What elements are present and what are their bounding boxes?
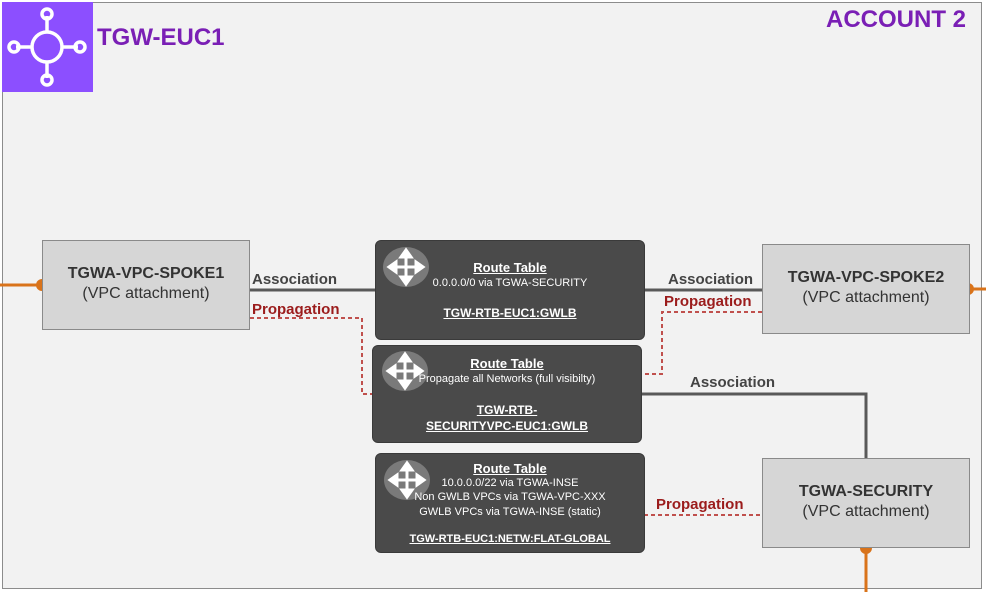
- attachment-type: (VPC attachment): [802, 289, 930, 306]
- route-table-name: TGW-RTB-EUC1:GWLB: [443, 306, 577, 320]
- security-propagation-label: Propagation: [656, 496, 744, 513]
- gateway-title: TGW-EUC1: [97, 24, 225, 51]
- transit-gateway-icon: [2, 2, 93, 92]
- router-icon: [382, 351, 428, 391]
- route-table-title: Route Table: [473, 260, 547, 275]
- security-association-line: [642, 392, 868, 458]
- route-entry: 10.0.0.0/22 via TGWA-INSE: [441, 477, 579, 489]
- route-entry: Propagate all Networks (full visibilty): [418, 373, 596, 385]
- route-entry: Non GWLB VPCs via TGWA-VPC-XXX: [414, 491, 606, 503]
- attachment-type: (VPC attachment): [82, 285, 210, 302]
- attachment-name: TGWA-VPC-SPOKE1: [67, 265, 225, 282]
- spoke2-propagation-line: [642, 311, 762, 375]
- route-table-name-line2: SECURITYVPC-EUC1:GWLB: [425, 419, 588, 433]
- attachment-name: TGWA-SECURITY: [798, 483, 934, 500]
- spoke1-propagation-line: [250, 317, 372, 395]
- spoke1-association-label: Association: [252, 271, 338, 288]
- spoke2-propagation-label: Propagation: [664, 293, 752, 310]
- route-table-title: Route Table: [473, 461, 547, 476]
- route-entry: 0.0.0.0/0 via TGWA-SECURITY: [432, 277, 588, 289]
- spoke1-propagation-label: Propagation: [252, 301, 340, 318]
- route-table-name-line1: TGW-RTB-: [476, 403, 538, 417]
- router-icon: [383, 247, 429, 287]
- route-table-gwlb[interactable]: Route Table 0.0.0.0/0 via TGWA-SECURITY …: [375, 240, 645, 340]
- account-label: ACCOUNT 2: [825, 6, 966, 33]
- attachment-spoke1[interactable]: TGWA-VPC-SPOKE1 (VPC attachment): [42, 240, 250, 330]
- route-table-name: TGW-RTB-EUC1:NETW:FLAT-GLOBAL: [409, 533, 611, 545]
- security-association-label: Association: [690, 374, 776, 391]
- route-entry: GWLB VPCs via TGWA-INSE (static): [419, 506, 601, 518]
- attachment-type: (VPC attachment): [802, 503, 930, 520]
- route-table-title: Route Table: [470, 356, 544, 371]
- router-icon: [384, 460, 430, 500]
- route-table-security[interactable]: Route Table Propagate all Networks (full…: [372, 345, 642, 443]
- attachment-security[interactable]: TGWA-SECURITY (VPC attachment): [762, 458, 970, 548]
- attachment-name: TGWA-VPC-SPOKE2: [787, 269, 945, 286]
- route-table-flat-global[interactable]: Route Table 10.0.0.0/22 via TGWA-INSE No…: [375, 453, 645, 553]
- attachment-spoke2[interactable]: TGWA-VPC-SPOKE2 (VPC attachment): [762, 244, 970, 334]
- spoke2-association-label: Association: [668, 271, 754, 288]
